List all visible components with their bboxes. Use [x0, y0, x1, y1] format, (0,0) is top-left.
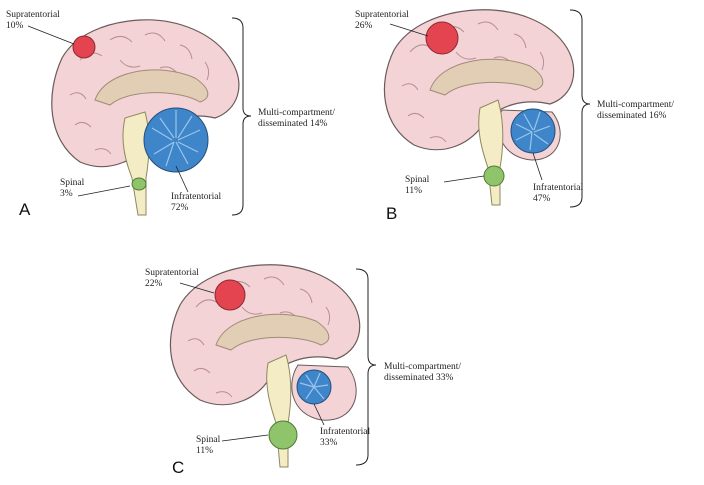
panel-letter-b: B — [386, 204, 398, 223]
bracket-a — [231, 17, 252, 216]
brain-diagram-b — [383, 9, 591, 208]
supratentorial-lesion-a — [72, 35, 96, 59]
spinal-lesion-b — [483, 165, 505, 187]
cerebellum-folia-b — [515, 111, 551, 151]
multi-label-c: Multi-compartment/disseminated 33% — [384, 362, 462, 383]
multi-label-b: Multi-compartment/disseminated 16% — [597, 100, 675, 121]
brain-diagram-c — [169, 264, 377, 468]
brainstem-b — [478, 99, 504, 206]
bracket-c — [355, 268, 377, 466]
bracket-b — [569, 9, 591, 208]
corpus-callosum-b — [429, 58, 544, 96]
corpus-callosum-c — [215, 313, 330, 351]
leader-spinal-a — [77, 185, 131, 197]
leader-supra-a — [27, 25, 75, 45]
leader-spinal-b — [443, 175, 485, 183]
supratentorial-lesion-c — [214, 279, 246, 311]
infratentorial-lesion-a — [143, 107, 209, 173]
panel-letter-a: A — [19, 200, 31, 219]
corpus-callosum-a — [94, 69, 209, 106]
brain-b — [383, 9, 575, 206]
multi-label-a: Multi-compartment/disseminated 14% — [258, 108, 336, 129]
leader-supra-c — [179, 282, 215, 294]
leader-infra-c — [313, 403, 325, 426]
supratentorial-lesion-b — [425, 21, 459, 55]
brain-a — [51, 19, 240, 216]
cerebellum-folia-a — [151, 110, 201, 167]
spinal-lesion-a — [131, 177, 147, 191]
brainstem-a — [122, 111, 150, 216]
infratentorial-lesion-b — [510, 108, 556, 154]
spinal-lesion-c — [268, 420, 298, 450]
leader-infra-b — [532, 152, 543, 181]
cerebellum-folia-c — [299, 372, 329, 400]
brain-diagram-a — [27, 17, 252, 216]
leader-supra-b — [389, 23, 429, 37]
leader-spinal-c — [221, 434, 269, 442]
leader-infra-a — [175, 165, 189, 193]
brain-c — [169, 264, 361, 468]
gyri-c — [187, 276, 331, 398]
panel-letter-c: C — [172, 458, 185, 477]
brainstem-c — [266, 354, 292, 468]
